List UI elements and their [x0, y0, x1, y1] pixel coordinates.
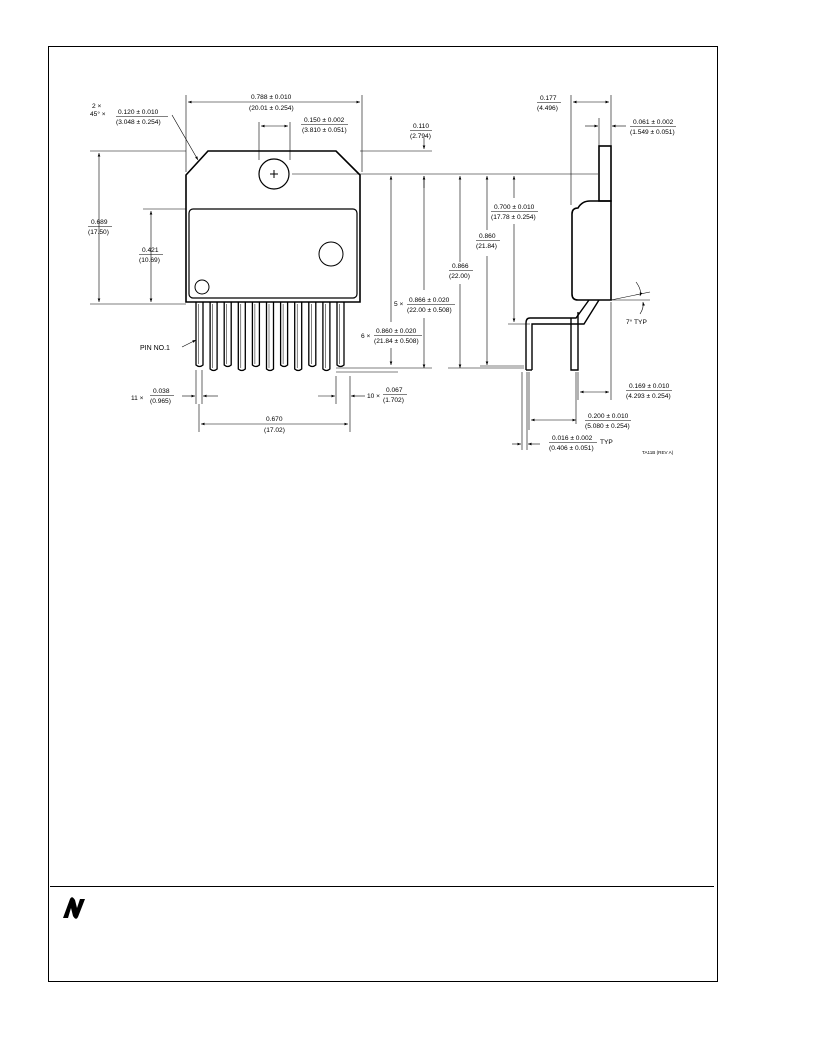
- row-spacing-inch: 0.200 ± 0.010: [588, 413, 629, 420]
- hole-offset-mm: (3.810 ± 0.051): [302, 127, 347, 134]
- front-view: [185, 150, 361, 372]
- even-pin-mm: (21.84 ± 0.508): [374, 338, 419, 345]
- page-frame: [48, 46, 718, 982]
- mounting-hole: [258, 158, 290, 190]
- side-lead-rear: [570, 312, 579, 371]
- window-height-inch: 0.421: [142, 247, 159, 254]
- chamfer-count: 2 ×: [92, 103, 101, 110]
- side-view: [525, 145, 612, 371]
- odd-pin-inch: 0.866 ± 0.020: [409, 297, 450, 304]
- body-height-inch: 0.689: [91, 219, 108, 226]
- side-view-dimensions: [448, 95, 651, 450]
- hole-to-top-inch: 0.110: [413, 123, 429, 130]
- heat-tab: [598, 145, 612, 202]
- chamfer-angle: 45° ×: [90, 110, 106, 118]
- bend-angle: 7° TYP: [626, 318, 647, 326]
- tab-offset-inch: 0.177: [540, 95, 557, 102]
- package-pin: [223, 302, 232, 368]
- pin-pitch-mm: (1.702): [383, 397, 404, 404]
- package-pin: [308, 302, 317, 368]
- pin-width-inch: 0.038: [153, 388, 170, 395]
- lead-to-tab-inch: 0.169 ± 0.010: [629, 383, 670, 390]
- window-height-mm: (10.69): [139, 257, 160, 264]
- tab-offset-mm: (4.496): [537, 105, 558, 112]
- pin-row: [195, 302, 345, 372]
- package-body-window: [188, 208, 358, 299]
- row-spacing-mm: (5.080 ± 0.254): [585, 423, 630, 430]
- pin-width-mm: (0.965): [150, 398, 171, 405]
- package-pin: [265, 302, 275, 372]
- hole-offset-inch: 0.150 ± 0.002: [304, 117, 345, 124]
- odd-pin-mm: (22.00 ± 0.508): [407, 307, 452, 314]
- chamfer-inch: 0.120 ± 0.010: [118, 109, 159, 116]
- hole-to-lead-b-mm: (22.00): [449, 273, 470, 280]
- even-pin-inch: 0.860 ± 0.020: [376, 328, 417, 335]
- side-lead-front: [525, 299, 590, 370]
- pin-pitch-count: 10 ×: [367, 393, 380, 400]
- side-body-outline: [571, 200, 612, 301]
- hole-to-lead-a-mm: (21.84): [476, 243, 497, 250]
- package-pin: [195, 302, 204, 368]
- national-semiconductor-logo: [63, 897, 85, 919]
- lead-thickness-suffix: TYP: [600, 439, 613, 446]
- hole-to-bend-inch: 0.700 ± 0.010: [494, 204, 535, 211]
- odd-pin-count: 5 ×: [394, 301, 403, 308]
- body-height-mm: (17.50): [88, 229, 109, 236]
- lead-thickness-mm: (0.406 ± 0.051): [549, 445, 594, 452]
- pin-span-inch: 0.670: [266, 416, 283, 423]
- lead-thickness-inch: 0.016 ± 0.002: [552, 435, 593, 442]
- hole-to-top-mm: (2.794): [410, 133, 431, 140]
- package-pin: [336, 302, 345, 368]
- hole-to-lead-b-inch: 0.866: [452, 263, 469, 270]
- package-pin: [279, 302, 289, 368]
- dimension-labels: 2 × 45° × 0.120 ± 0.010 (3.048 ± 0.254) …: [88, 94, 676, 455]
- pin-span-mm: (17.02): [264, 427, 285, 434]
- footer-rule: [50, 886, 714, 887]
- package-pin: [251, 302, 261, 368]
- tab-thickness-inch: 0.061 ± 0.002: [633, 119, 674, 126]
- overall-width-inch: 0.788 ± 0.010: [251, 94, 292, 101]
- lead-to-tab-mm: (4.293 ± 0.254): [626, 393, 671, 400]
- package-pin: [209, 302, 218, 372]
- pin1-indicator-dot: [194, 279, 210, 295]
- pin-width-count: 11 ×: [131, 395, 144, 402]
- overall-width-mm: (20.01 ± 0.254): [249, 105, 294, 112]
- package-pin: [322, 302, 331, 372]
- pin-pitch-inch: 0.067: [386, 387, 403, 394]
- package-pin: [294, 302, 303, 372]
- drawing-number: TA11B (REV A): [642, 450, 674, 455]
- chamfer-mm: (3.048 ± 0.254): [116, 119, 161, 126]
- ejector-mark-right: [318, 241, 344, 267]
- even-pin-count: 6 ×: [361, 333, 370, 340]
- front-view-dimensions: [90, 95, 598, 432]
- tab-thickness-mm: (1.549 ± 0.051): [630, 129, 675, 136]
- hole-to-lead-a-inch: 0.860: [479, 233, 496, 240]
- package-pin: [237, 302, 246, 372]
- pin1-label: PIN NO.1: [140, 345, 170, 352]
- hole-to-bend-mm: (17.78 ± 0.254): [491, 214, 536, 221]
